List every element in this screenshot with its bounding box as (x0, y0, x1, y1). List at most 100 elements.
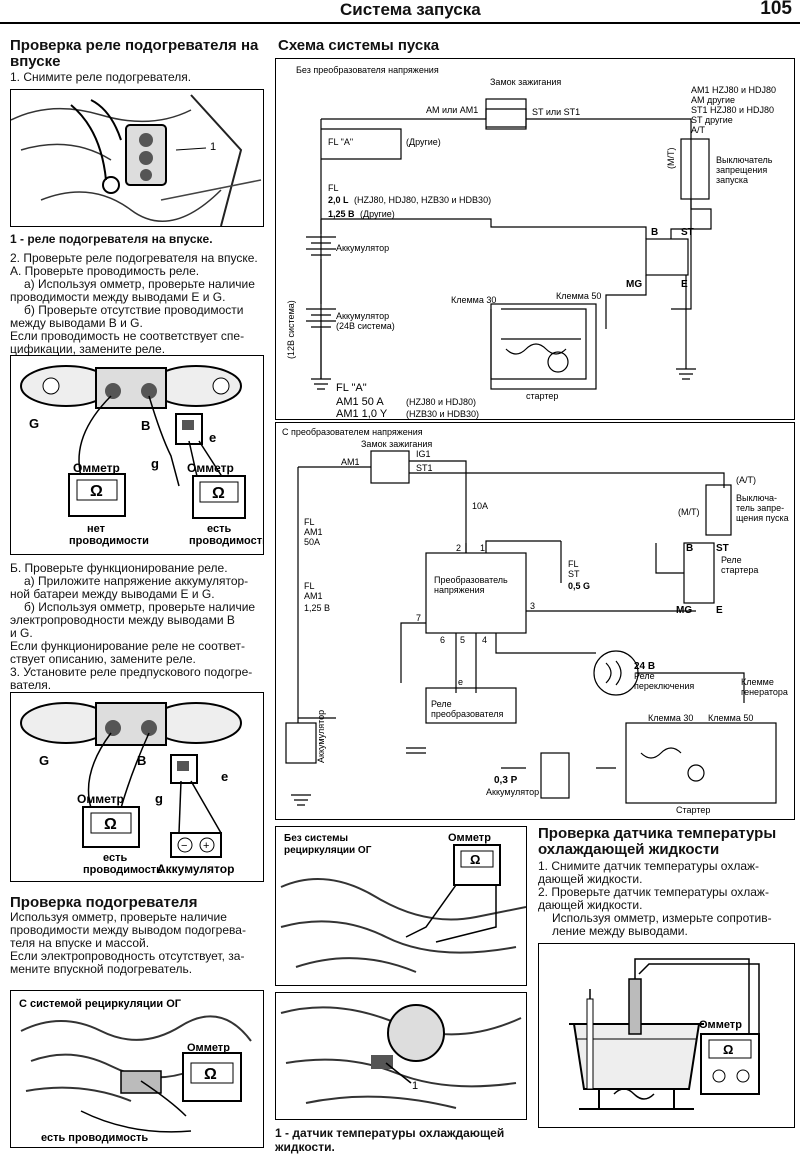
svg-text:IG1: IG1 (416, 449, 431, 459)
svg-text:Аккумулятор: Аккумулятор (157, 862, 234, 876)
ohmmeter-label-1: Омметр (73, 461, 120, 475)
svg-text:Без системы: Без системы (284, 833, 348, 844)
svg-text:A/T: A/T (691, 125, 706, 135)
svg-text:Клемма 30: Клемма 30 (648, 713, 693, 723)
relay-callout-number: 1 (210, 141, 216, 153)
egr-figure-title: С системой рециркуляции ОГ (19, 998, 182, 1010)
terminal-gl-label: g (151, 456, 159, 471)
heater-check-figure: С системой рециркуляции ОГ Ω Омметр есть… (10, 990, 264, 1148)
svg-text:стартера: стартера (721, 565, 758, 575)
section-title-relay: Проверка реле подогревателя на впуске (10, 37, 259, 70)
svg-text:рециркуляции ОГ: рециркуляции ОГ (284, 845, 372, 856)
svg-text:1: 1 (412, 1080, 418, 1092)
heater-check-illustration: С системой рециркуляции ОГ Ω Омметр есть… (19, 998, 252, 1144)
svg-text:e: e (221, 769, 228, 784)
ohmmeter-label-2: Омметр (187, 461, 234, 475)
svg-text:Выключа-: Выключа- (736, 493, 777, 503)
svg-text:Замок зажигания: Замок зажигания (490, 77, 561, 87)
section-title-heater: Проверка подогревателя (10, 894, 198, 911)
svg-text:FL: FL (568, 559, 579, 569)
svg-text:(12В система): (12В система) (286, 300, 296, 359)
svg-text:e: e (458, 677, 463, 687)
svg-text:проводимость: проводимость (189, 535, 263, 547)
svg-text:Омметр: Омметр (187, 1042, 230, 1054)
svg-text:Клемме: Клемме (741, 677, 774, 687)
header-title: Система запуска (340, 0, 481, 19)
svg-text:AM1: AM1 (304, 591, 323, 601)
relay-figure-caption: 1 - реле подогревателя на впуске. (10, 232, 213, 246)
svg-text:генератора: генератора (741, 687, 788, 697)
svg-text:(24В система): (24В система) (336, 321, 395, 331)
svg-text:MG: MG (676, 605, 692, 616)
relay-function-text: Б. Проверьте функционирование реле. а) П… (10, 561, 256, 692)
starter-scheme-with-converter: С преобразователем напряжения Замок зажи… (275, 422, 795, 820)
svg-text:Клемма 50: Клемма 50 (708, 713, 753, 723)
svg-text:(M/T): (M/T) (678, 507, 700, 517)
svg-text:есть: есть (207, 523, 231, 535)
svg-text:10A: 10A (472, 501, 488, 511)
svg-text:B: B (686, 543, 693, 554)
svg-text:50A: 50A (304, 537, 320, 547)
svg-text:FL: FL (328, 183, 339, 193)
relay-check-text: 2. Проверьте реле подогревателя на впуск… (10, 251, 258, 356)
coolant-sensor-caption: 1 - датчик температуры охлаждающей жидко… (275, 1126, 505, 1154)
svg-text:Омметр: Омметр (448, 832, 491, 844)
svg-text:преобразователя: преобразователя (431, 709, 503, 719)
svg-text:запрещения: запрещения (716, 165, 767, 175)
starter-scheme-no-converter: Без преобразователя напряжения Замок заж… (275, 58, 795, 420)
svg-text:(HZB30 и HDB30): (HZB30 и HDB30) (406, 409, 479, 419)
svg-text:MG: MG (626, 279, 642, 290)
d2-subtitle: С преобразователем напряжения (282, 427, 423, 437)
svg-text:Замок зажигания: Замок зажигания (361, 439, 432, 449)
svg-text:Ω: Ω (90, 483, 103, 500)
svg-text:0,5 G: 0,5 G (568, 581, 590, 591)
svg-text:Реле: Реле (721, 555, 742, 565)
svg-text:проводимости: проводимости (69, 535, 149, 547)
svg-text:АМ или АМ1: АМ или АМ1 (426, 105, 478, 115)
svg-text:Ω: Ω (723, 1042, 733, 1057)
svg-text:ST другие: ST другие (691, 115, 733, 125)
svg-text:Омметр: Омметр (699, 1019, 742, 1031)
svg-text:Ω: Ω (212, 485, 225, 502)
svg-text:E: E (681, 279, 688, 290)
svg-text:Ω: Ω (204, 1066, 217, 1083)
svg-text:Аккумулятор: Аккумулятор (486, 787, 539, 797)
svg-text:тель запре-: тель запре- (736, 503, 784, 513)
page-header: Система запуска 105 (0, 0, 800, 24)
svg-text:ST: ST (716, 543, 729, 554)
svg-text:Аккумулятор: Аккумулятор (316, 710, 326, 763)
page-number: 105 (760, 0, 792, 19)
svg-text:(Другие): (Другие) (406, 137, 441, 147)
terminal-g-label: G (29, 416, 39, 431)
svg-text:(Другие): (Другие) (360, 209, 395, 219)
coolant-sensor-test-illustration: Ω Омметр (569, 958, 760, 1110)
svg-text:Реле: Реле (634, 671, 655, 681)
svg-text:нет: нет (87, 523, 106, 535)
svg-text:24 B: 24 B (634, 661, 655, 672)
sensor-ohmmeter-figure: Без системы рециркуляции ОГ Ω Омметр (275, 826, 527, 986)
svg-text:Аккумулятор: Аккумулятор (336, 243, 389, 253)
relay-photo-figure: 1 (10, 89, 264, 227)
svg-text:стартер: стартер (526, 391, 558, 401)
terminal-e-label: e (209, 430, 216, 445)
svg-text:3: 3 (530, 601, 535, 611)
svg-text:−: − (181, 840, 187, 852)
svg-text:ST или ST1: ST или ST1 (532, 107, 580, 117)
svg-text:Ω: Ω (104, 816, 117, 833)
svg-text:ST1: ST1 (416, 463, 433, 473)
svg-text:FL: FL (304, 517, 315, 527)
svg-text:AM другие: AM другие (691, 95, 735, 105)
svg-text:2: 2 (456, 543, 461, 553)
heater-text: Используя омметр, проверьте наличие пров… (10, 910, 246, 976)
svg-text:6: 6 (440, 635, 445, 645)
svg-text:0,3 P: 0,3 P (494, 775, 518, 786)
svg-text:(HZJ80, HDJ80, HZB30 и HDB30): (HZJ80, HDJ80, HZB30 и HDB30) (354, 195, 491, 205)
relay-continuity-diagram: Ω Ω G B e g Омметр Омметр нет проводимос… (20, 365, 269, 547)
svg-text:Ω: Ω (470, 852, 480, 867)
svg-text:Омметр: Омметр (77, 792, 124, 806)
svg-text:Выключатель: Выключатель (716, 155, 773, 165)
svg-text:ST: ST (568, 569, 580, 579)
svg-text:E: E (716, 605, 723, 616)
svg-text:+: + (203, 840, 209, 852)
svg-text:переключения: переключения (634, 681, 694, 691)
